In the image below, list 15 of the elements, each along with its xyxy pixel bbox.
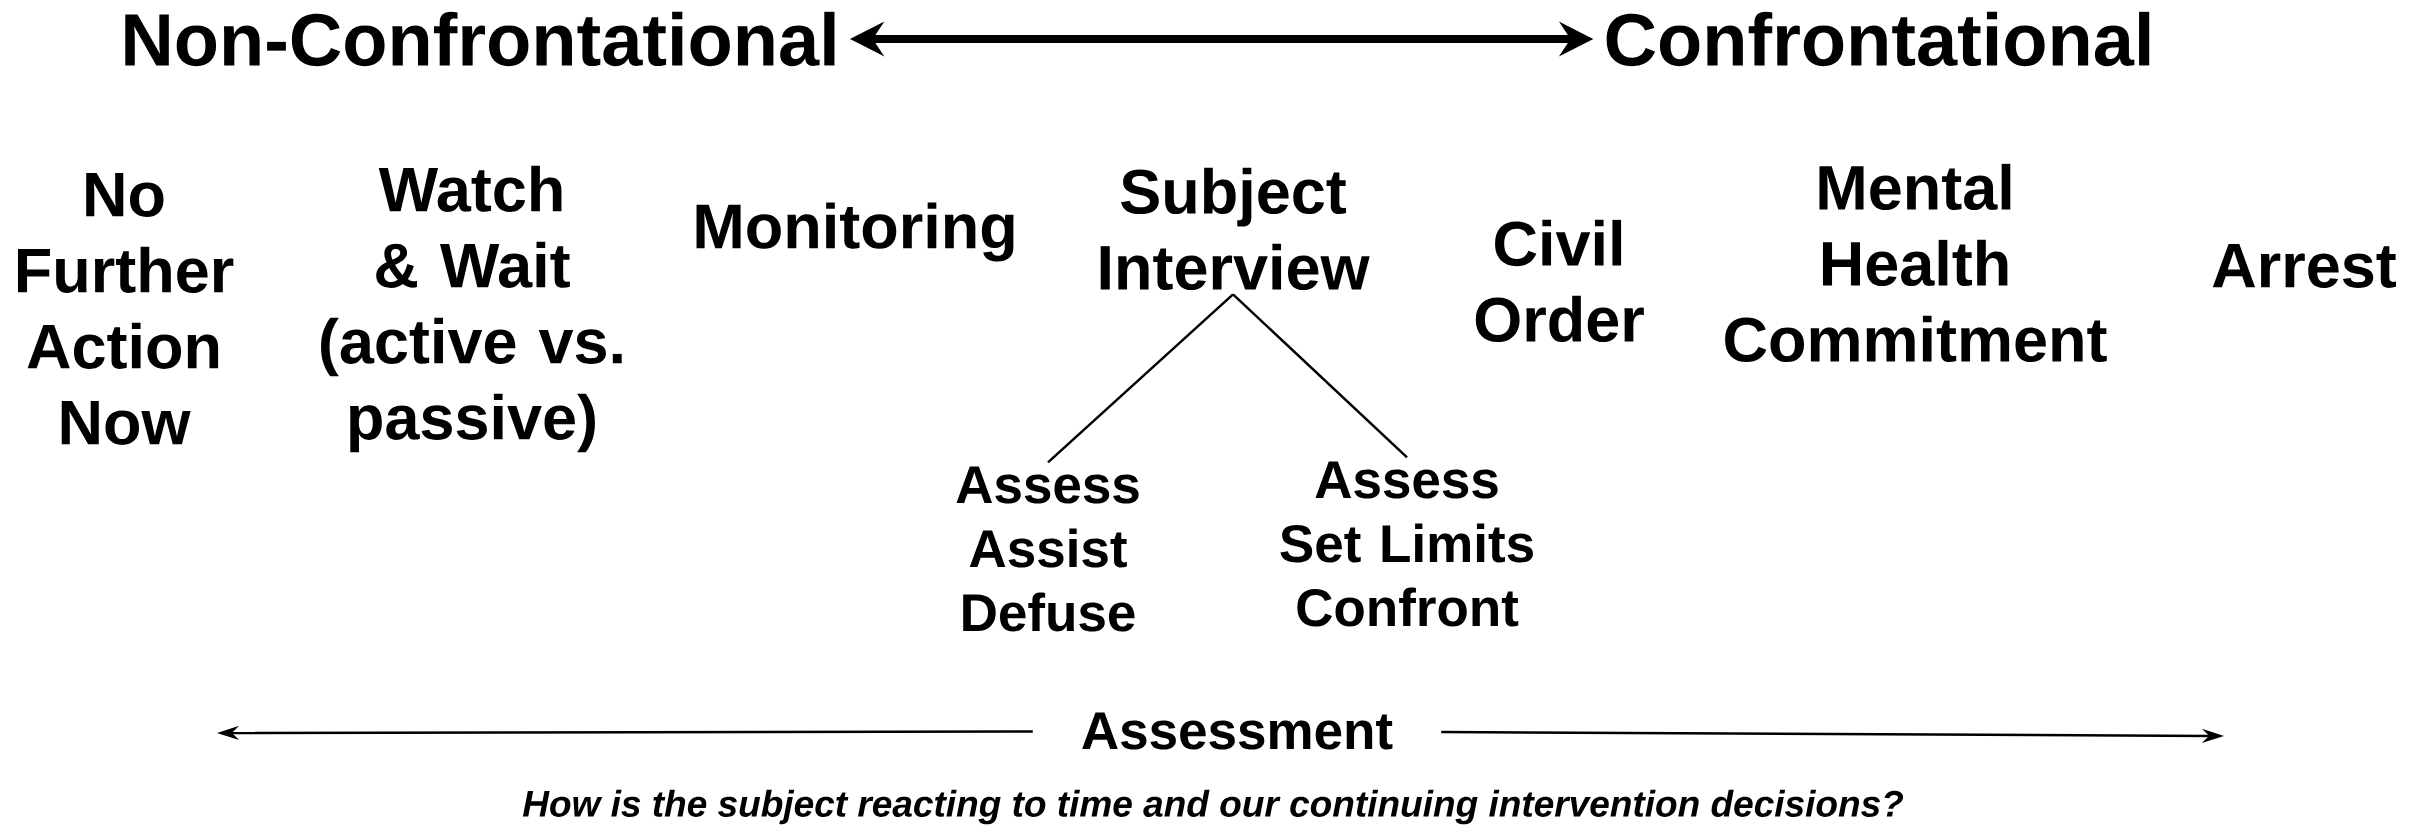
category-label: Mental Health Commitment (1725, 163, 2107, 363)
connector-line (1047, 293, 1234, 464)
connector-line (1232, 293, 1408, 459)
sub-label: Assess Set Limits Confront (1280, 461, 1533, 627)
heading: Confrontational (1606, 11, 2150, 67)
category-label: No Further Action Now (18, 173, 234, 445)
category-label: Monitoring (696, 202, 1014, 262)
axis-label: Assessment (1082, 712, 1393, 750)
category-label: Subject Interview (1100, 167, 1370, 291)
category-label: Civil Order (1475, 219, 1644, 343)
caption: How is the subject reacting to time and our continuing intervention decisions? (522, 789, 1904, 825)
category-label: Arrest (2212, 244, 2396, 288)
category-label: Watch & Wait (active vs. passive) (321, 165, 622, 453)
sub-label: Assess Assist Defuse (956, 466, 1139, 632)
heading: Non-Confrontational (125, 11, 835, 67)
